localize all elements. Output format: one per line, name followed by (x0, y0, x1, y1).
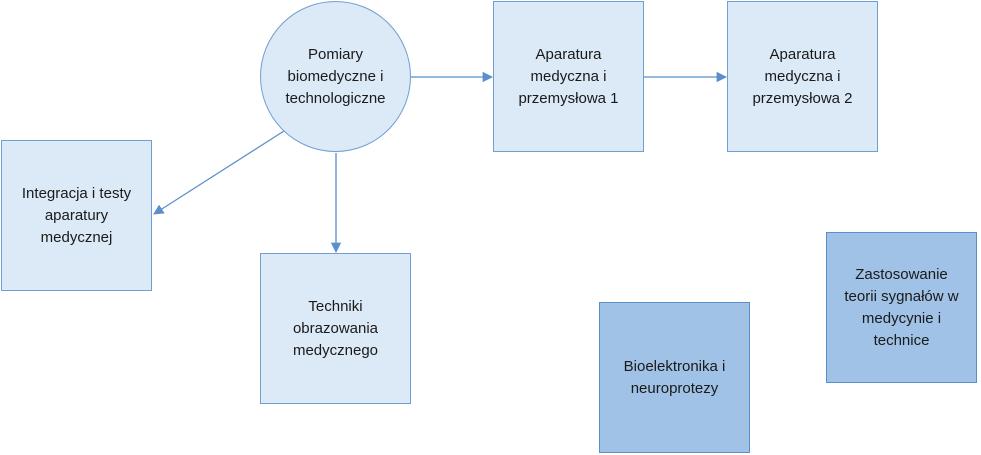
edge-pomiary-to-integracja (153, 130, 285, 215)
node-pomiary[interactable]: Pomiary biomedyczne i technologiczne (260, 1, 411, 152)
node-aparatura1[interactable]: Aparatura medyczna i przemysłowa 1 (493, 1, 644, 152)
node-techniki[interactable]: Techniki obrazowania medycznego (260, 253, 411, 404)
node-aparatura2[interactable]: Aparatura medyczna i przemysłowa 2 (727, 1, 878, 152)
node-integracja[interactable]: Integracja i testy aparatury medycznej (1, 140, 152, 291)
node-zastosowanie[interactable]: Zastosowanie teorii sygnałów w medycynie… (826, 232, 977, 383)
node-bioelektronika[interactable]: Bioelektronika i neuroprotezy (599, 302, 750, 453)
